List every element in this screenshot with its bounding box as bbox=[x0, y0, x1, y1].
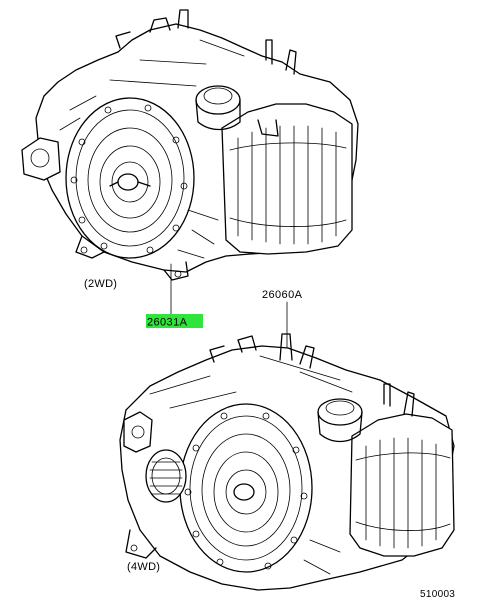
transmission-4wd-drawing bbox=[119, 333, 455, 591]
part-highlight bbox=[146, 314, 203, 328]
part-number-26060a[interactable]: 26060A bbox=[262, 289, 303, 301]
diagram-reference-number: 510003 bbox=[420, 589, 455, 600]
part-number-26031a[interactable]: 26031A bbox=[147, 317, 188, 329]
variant-4wd-label: (4WD) bbox=[127, 561, 160, 573]
variant-2wd-label: (2WD) bbox=[84, 278, 117, 290]
transmission-2wd-drawing bbox=[21, 9, 359, 281]
